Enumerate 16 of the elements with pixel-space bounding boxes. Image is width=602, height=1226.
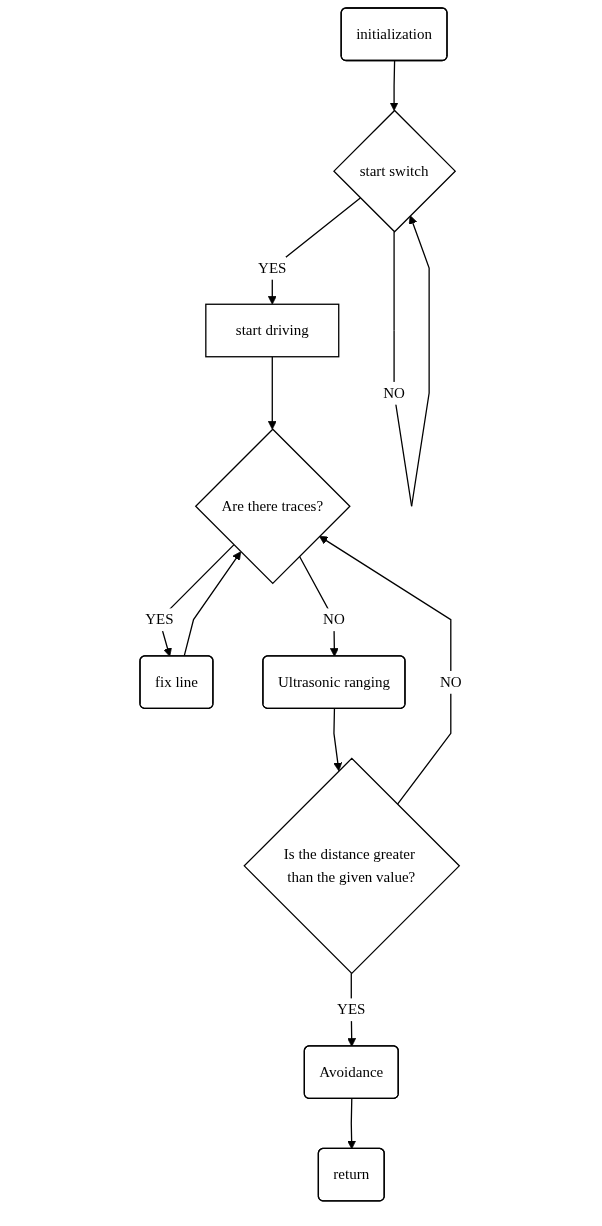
node-diamond: Is the distance greater than the given value? (243, 757, 461, 975)
arrow (333, 708, 343, 772)
edge-label: NO (323, 611, 345, 628)
edge-label: NO (383, 384, 406, 401)
node-diamond: start switch (333, 109, 457, 233)
arrow (347, 1098, 357, 1150)
node-box: start driving (205, 303, 340, 358)
node-diamond: Are there traces? (195, 428, 351, 585)
edge-label: NO (440, 673, 462, 690)
arrow (183, 551, 242, 657)
arrow (268, 356, 277, 430)
edge-label: YES (337, 1001, 366, 1018)
edge-label: YES (258, 259, 287, 276)
arrow (389, 60, 399, 111)
edge-label: YES (145, 611, 174, 628)
arrow (298, 555, 339, 657)
